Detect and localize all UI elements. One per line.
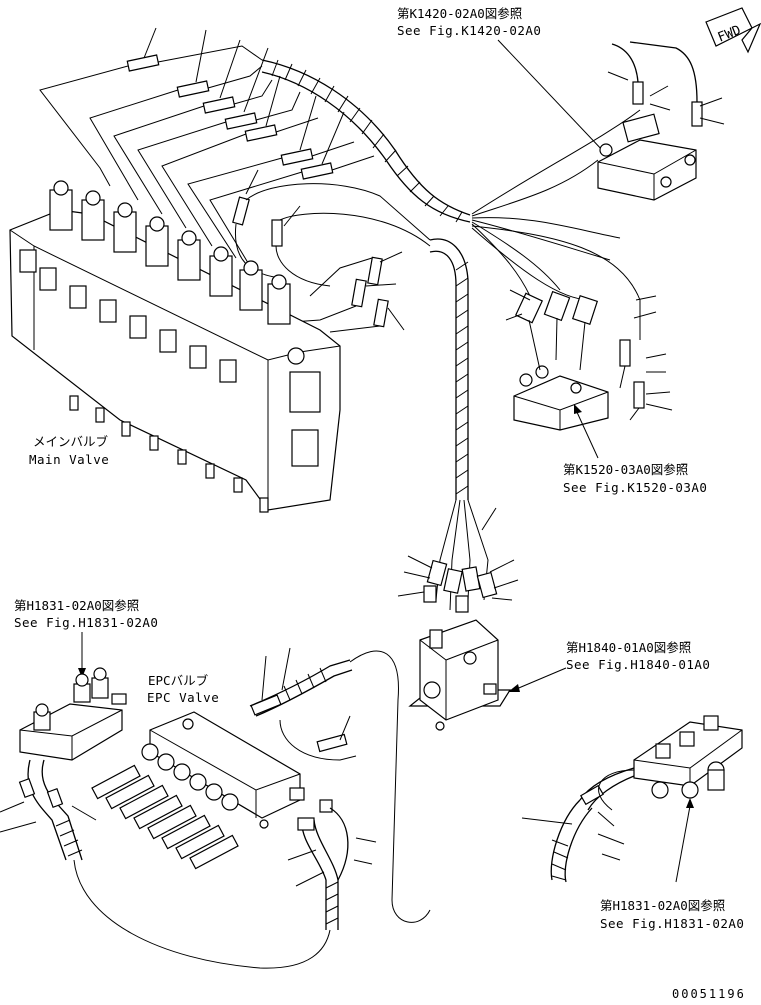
ref-h1831-right-en: See Fig.H1831-02A0 xyxy=(600,916,744,931)
ref-h1831-right-jp: 第H1831-02A0図参照 xyxy=(600,898,725,913)
pump-lever-unit xyxy=(408,619,512,731)
ref-h1840-jp: 第H1840-01A0図参照 xyxy=(566,640,691,655)
ref-h1831-left-jp: 第H1831-02A0図参照 xyxy=(14,598,139,613)
epc-valve-label-en: EPC Valve xyxy=(147,690,219,705)
ref-k1520-en: See Fig.K1520-03A0 xyxy=(563,480,707,495)
ref-k1520: 第K1520-03A0図参照 See Fig.K1520-03A0 xyxy=(563,404,707,495)
epc-outlet-harness xyxy=(287,807,377,930)
ref-h1831-left-en: See Fig.H1831-02A0 xyxy=(14,615,158,630)
main-valve-body xyxy=(9,180,341,513)
ref-k1420-en: See Fig.K1420-02A0 xyxy=(397,23,541,38)
epc-valve-label-jp: EPCバルブ xyxy=(148,673,209,688)
main-valve-label: メインバルブ Main Valve xyxy=(29,434,109,467)
hose-harness-vertical xyxy=(397,238,519,613)
ref-k1520-jp: 第K1520-03A0図参照 xyxy=(563,462,688,477)
main-valve-ports xyxy=(19,249,321,467)
epc-hose xyxy=(249,647,431,923)
epc-valve xyxy=(91,711,333,870)
left-solenoid-valve xyxy=(0,667,331,969)
ref-k1420: 第K1420-02A0図参照 See Fig.K1420-02A0 xyxy=(397,6,605,153)
ref-h1831-left: 第H1831-02A0図参照 See Fig.H1831-02A0 xyxy=(14,598,158,678)
epc-valve-label: EPCバルブ EPC Valve xyxy=(147,673,219,705)
fwd-arrow: FWD xyxy=(705,7,761,54)
ref-h1831-right: 第H1831-02A0図参照 See Fig.H1831-02A0 xyxy=(600,798,744,931)
main-valve-spools xyxy=(49,180,291,325)
main-valve-label-jp: メインバルブ xyxy=(33,434,109,449)
ref-h1840: 第H1840-01A0図参照 See Fig.H1840-01A0 xyxy=(508,640,710,692)
main-valve-bottom-plugs xyxy=(69,395,269,513)
upper-right-valve-block xyxy=(597,41,725,201)
middle-right-valve-block xyxy=(505,289,673,431)
upper-left-fittings xyxy=(39,27,375,277)
pump-fittings xyxy=(423,559,498,613)
middle-fittings xyxy=(232,169,431,333)
ref-h1840-en: See Fig.H1840-01A0 xyxy=(566,657,710,672)
drawing-code: 00051196 xyxy=(672,987,746,1001)
hose-harness-upper xyxy=(261,59,641,330)
ref-k1420-jp: 第K1420-02A0図参照 xyxy=(397,6,522,21)
bottom-right-valve-block xyxy=(521,715,743,883)
epc-solenoids xyxy=(91,743,239,870)
main-valve-label-en: Main Valve xyxy=(29,452,109,467)
